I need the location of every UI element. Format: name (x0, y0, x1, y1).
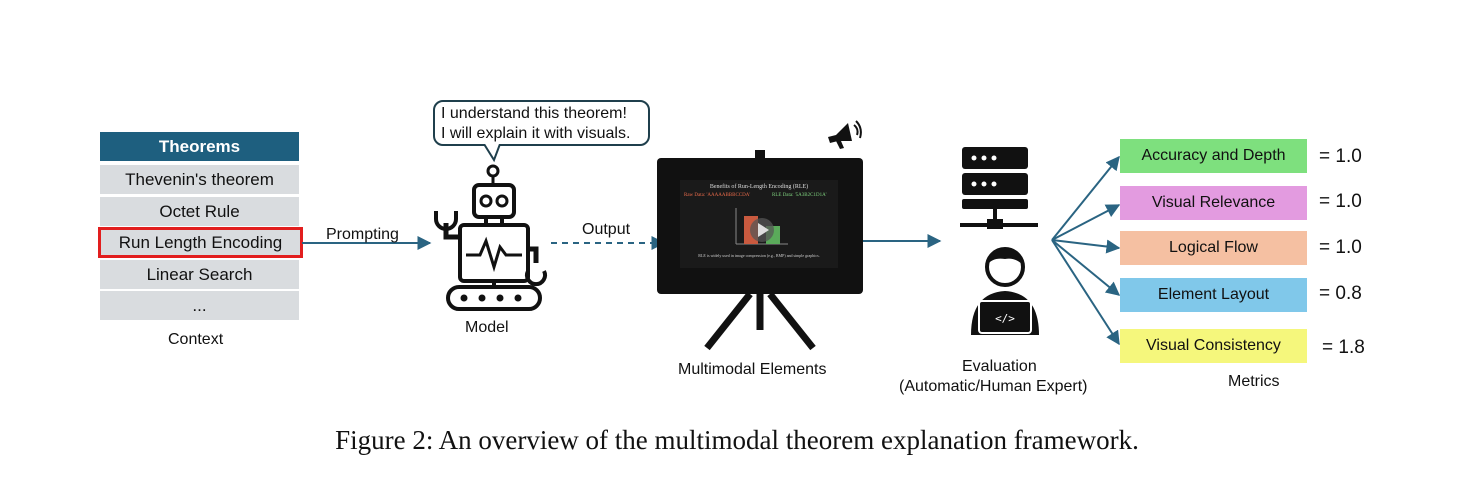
score-visual-consistency: = 1.8 (1322, 337, 1365, 358)
slide-title: Benefits of Run-Length Encoding (RLE) (709, 184, 809, 190)
metrics-label: Metrics (1228, 373, 1280, 390)
score-accuracy-and-depth: = 1.0 (1319, 146, 1362, 167)
theorem-item-run-length-encoding[interactable]: Run Length Encoding (98, 227, 303, 258)
metric-arrow-2 (1051, 204, 1121, 241)
theorem-item-thevenin[interactable]: Thevenin's theorem (100, 165, 299, 194)
multimodal-label: Multimodal Elements (678, 361, 827, 378)
theorem-item-more[interactable]: ... (100, 291, 299, 320)
context-label: Context (168, 331, 224, 348)
slide-raw-data: Raw Data: 'AAAAABBBCCDA' (684, 193, 751, 198)
theorem-item-linear-search[interactable]: Linear Search (100, 260, 299, 289)
slide-chart (735, 208, 788, 245)
slide-screen: Benefits of Run-Length Encoding (RLE) Ra… (680, 180, 838, 268)
model-label: Model (465, 319, 509, 336)
svg-text:</>: </> (995, 312, 1015, 325)
evaluation-label-1: Evaluation (962, 358, 1037, 375)
metric-logical-flow: Logical Flow (1120, 231, 1307, 265)
speech-bubble: I understand this theorem! I will explai… (433, 100, 650, 146)
theorem-item-octet-rule[interactable]: Octet Rule (100, 197, 299, 226)
metric-visual-relevance: Visual Relevance (1120, 186, 1307, 220)
score-visual-relevance: = 1.0 (1319, 191, 1362, 212)
bubble-tail (483, 144, 501, 163)
metric-arrow-1 (1051, 155, 1120, 241)
score-logical-flow: = 1.0 (1319, 237, 1362, 258)
megaphone-icon (828, 120, 862, 149)
figure-caption: Figure 2: An overview of the multimodal … (335, 425, 1139, 455)
server-icon (960, 147, 1038, 229)
metric-visual-consistency: Visual Consistency (1120, 329, 1307, 363)
slide-rle-data: RLE Data: '5A3B2C1D1A' (772, 193, 827, 198)
theorems-header: Theorems (100, 132, 299, 161)
human-expert-icon: </> (971, 247, 1039, 335)
bubble-line-2: I will explain it with visuals. (441, 125, 631, 142)
prompting-label: Prompting (326, 226, 399, 243)
bubble-line-1: I understand this theorem! (441, 105, 627, 122)
metric-element-layout: Element Layout (1120, 278, 1307, 312)
slide-caption: RLE is widely used in image compression … (698, 253, 820, 258)
metric-arrow-4 (1051, 239, 1121, 296)
metric-arrow-5 (1051, 239, 1120, 346)
score-element-layout: = 0.8 (1319, 283, 1362, 304)
metric-accuracy-and-depth: Accuracy and Depth (1120, 139, 1307, 173)
output-label: Output (582, 221, 631, 238)
evaluation-label-2: (Automatic/Human Expert) (899, 378, 1088, 395)
metric-arrow-3 (1051, 239, 1121, 254)
robot-icon (434, 164, 547, 311)
